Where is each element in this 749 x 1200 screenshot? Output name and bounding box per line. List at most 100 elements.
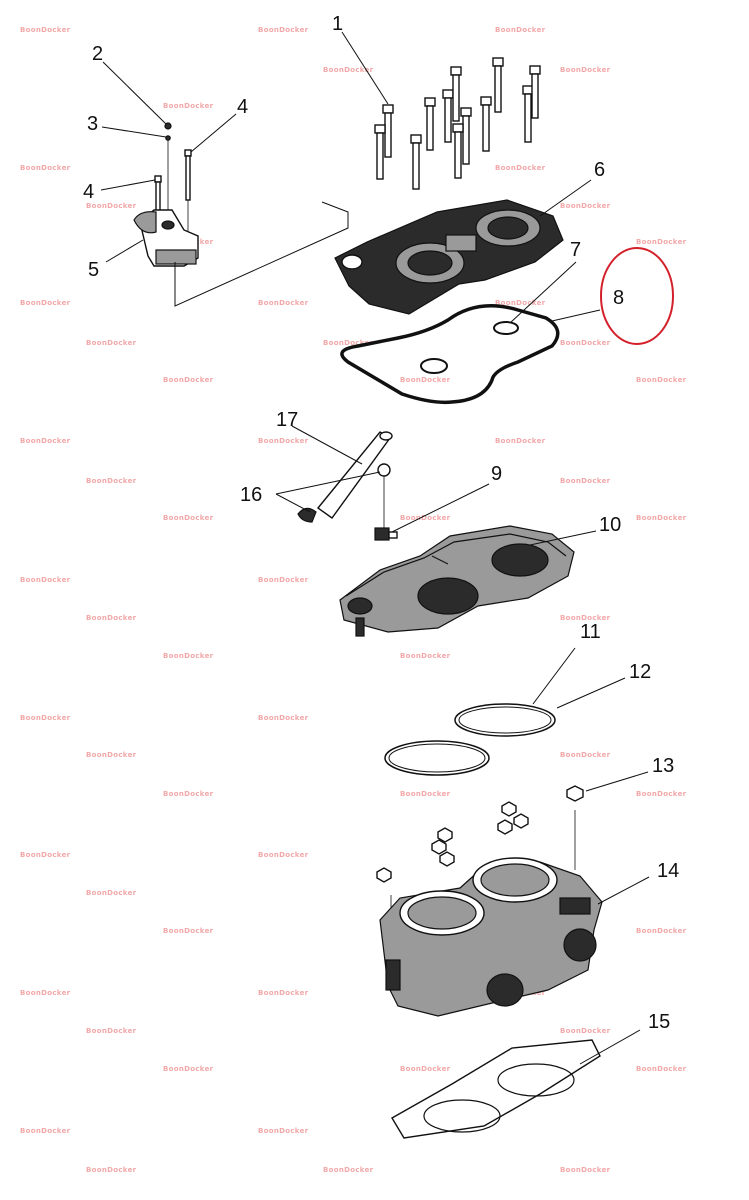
callout-10: 10 bbox=[599, 514, 621, 536]
watermark: BoonDocker bbox=[636, 790, 687, 798]
watermark: BoonDocker bbox=[163, 102, 214, 110]
watermark: BoonDocker bbox=[258, 299, 309, 307]
watermark: BoonDocker bbox=[20, 164, 71, 172]
watermark: BoonDocker bbox=[258, 26, 309, 34]
callout-4: 4 bbox=[237, 96, 248, 118]
part-base-gasket bbox=[391, 1039, 601, 1139]
watermark: BoonDocker bbox=[86, 202, 137, 210]
watermark: BoonDocker bbox=[20, 576, 71, 584]
watermark: BoonDocker bbox=[20, 1127, 71, 1135]
nut-icon bbox=[497, 819, 513, 835]
bolt-icon bbox=[450, 66, 462, 122]
washer-icon bbox=[165, 135, 171, 141]
part-head-bolts bbox=[374, 57, 541, 190]
watermark: BoonDocker bbox=[163, 376, 214, 384]
watermark: BoonDocker bbox=[86, 339, 137, 347]
watermark: BoonDocker bbox=[86, 614, 137, 622]
watermark: BoonDocker bbox=[86, 477, 137, 485]
nut-icon bbox=[513, 813, 529, 829]
watermark: BoonDocker bbox=[86, 1027, 137, 1035]
watermark: BoonDocker bbox=[258, 989, 309, 997]
watermark: BoonDocker bbox=[86, 889, 137, 897]
highlight-circle bbox=[600, 247, 674, 345]
part-fitting bbox=[374, 476, 398, 541]
watermark: BoonDocker bbox=[20, 714, 71, 722]
callout-17: 17 bbox=[276, 409, 298, 431]
nut-icon bbox=[437, 827, 453, 843]
nut-icon bbox=[501, 801, 517, 817]
watermark: BoonDocker bbox=[163, 1065, 214, 1073]
watermark: BoonDocker bbox=[400, 514, 451, 522]
bolt-icon bbox=[492, 57, 504, 113]
callout-9: 9 bbox=[491, 463, 502, 485]
clamp-icon bbox=[377, 463, 391, 477]
watermark: BoonDocker bbox=[636, 514, 687, 522]
callout-3: 3 bbox=[87, 113, 98, 135]
callout-15: 15 bbox=[648, 1011, 670, 1033]
clamp-icon bbox=[297, 507, 317, 523]
callout-5: 5 bbox=[88, 259, 99, 281]
watermark: BoonDocker bbox=[258, 851, 309, 859]
watermark: BoonDocker bbox=[495, 437, 546, 445]
bolt-icon bbox=[154, 175, 162, 183]
callout-11: 11 bbox=[580, 621, 601, 643]
bolt-icon bbox=[460, 107, 472, 165]
hose-icon bbox=[316, 431, 392, 519]
watermark: BoonDocker bbox=[400, 652, 451, 660]
watermark: BoonDocker bbox=[560, 614, 611, 622]
o-ring-icon bbox=[420, 358, 448, 374]
fitting-icon bbox=[374, 527, 390, 541]
watermark: BoonDocker bbox=[20, 299, 71, 307]
watermark: BoonDocker bbox=[20, 26, 71, 34]
part-head-cover bbox=[334, 199, 564, 315]
callout-1: 1 bbox=[332, 13, 343, 35]
watermark: BoonDocker bbox=[86, 751, 137, 759]
part-combustion-o-rings bbox=[384, 703, 556, 776]
bolt-icon bbox=[184, 149, 192, 157]
watermark: BoonDocker bbox=[163, 927, 214, 935]
callout-labels: 1 2 3 4 4 5 6 7 8 9 10 11 12 13 14 15 16… bbox=[83, 13, 679, 1033]
watermark: BoonDocker bbox=[636, 927, 687, 935]
screw-icon bbox=[164, 122, 172, 130]
bolt-icon bbox=[480, 96, 492, 152]
watermark: BoonDocker bbox=[258, 437, 309, 445]
watermark: BoonDocker bbox=[560, 477, 611, 485]
watermark: BoonDocker bbox=[20, 437, 71, 445]
gasket-outline-icon bbox=[340, 304, 560, 405]
watermark: BoonDocker bbox=[495, 299, 546, 307]
o-ring-icon bbox=[493, 321, 519, 335]
bolt-icon bbox=[424, 97, 436, 151]
callout-4-lower: 4 bbox=[83, 181, 94, 203]
callout-2: 2 bbox=[92, 43, 103, 65]
part-hose bbox=[297, 431, 393, 523]
part-nuts bbox=[376, 785, 584, 925]
watermark: BoonDocker bbox=[560, 1027, 611, 1035]
callout-16: 16 bbox=[240, 484, 262, 506]
nut-icon bbox=[431, 839, 447, 855]
bolt-icon bbox=[452, 123, 464, 179]
watermark: BoonDocker bbox=[560, 1166, 611, 1174]
watermark: BoonDocker bbox=[560, 339, 611, 347]
callout-6: 6 bbox=[594, 159, 605, 181]
watermark: BoonDocker bbox=[258, 1127, 309, 1135]
bolt-icon bbox=[529, 65, 541, 119]
watermark: BoonDocker bbox=[323, 339, 374, 347]
watermark: BoonDocker bbox=[560, 66, 611, 74]
watermark: BoonDocker bbox=[636, 1065, 687, 1073]
watermark: BoonDocker bbox=[495, 26, 546, 34]
watermark: BoonDocker bbox=[400, 790, 451, 798]
part-cylinder-head bbox=[339, 525, 575, 637]
bolt-icon bbox=[374, 124, 386, 180]
watermark: BoonDocker bbox=[258, 714, 309, 722]
watermark: BoonDocker bbox=[560, 202, 611, 210]
part-cylinder-block bbox=[379, 857, 603, 1017]
watermark: BoonDocker bbox=[400, 1065, 451, 1073]
part-thermostat-housing bbox=[133, 122, 199, 267]
o-ring-icon bbox=[454, 703, 556, 737]
watermark: BoonDocker bbox=[636, 238, 687, 246]
callout-8: 8 bbox=[613, 287, 624, 309]
watermark: BoonDocker bbox=[20, 989, 71, 997]
nut-icon bbox=[566, 785, 584, 802]
leader-lines bbox=[100, 31, 650, 1065]
